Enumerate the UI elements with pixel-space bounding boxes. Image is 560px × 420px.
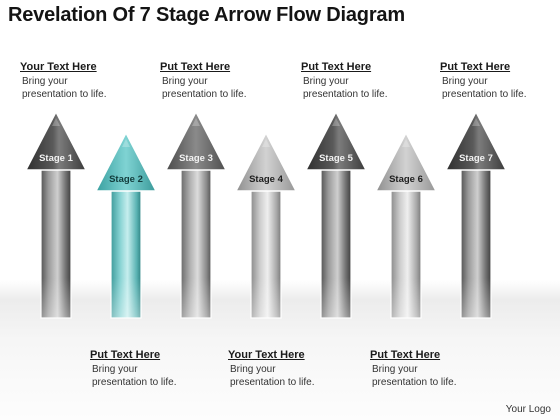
- stage-label-3: Stage 3: [179, 153, 213, 164]
- stage-label-2: Stage 2: [109, 174, 143, 185]
- stage-label-7: Stage 7: [459, 153, 493, 164]
- stage-arrow-1: [25, 111, 87, 319]
- stage-arrow-3: [165, 111, 227, 319]
- arrow-highlight-1: [52, 118, 60, 126]
- stage-arrow-7: [445, 111, 507, 319]
- text-box-heading: Your Text Here: [228, 349, 305, 361]
- stage-label-6: Stage 6: [389, 174, 423, 185]
- arrow-head-5: [305, 111, 367, 171]
- arrow-fade-6: [391, 278, 421, 318]
- arrow-highlight-7: [472, 118, 480, 126]
- arrow-highlight-3: [192, 118, 200, 126]
- text-box-heading: Put Text Here: [370, 349, 441, 361]
- arrow-fade-5: [321, 278, 351, 318]
- stage-label-4: Stage 4: [249, 174, 284, 185]
- stage-arrow-5: [305, 111, 367, 319]
- arrow-head-4: [235, 132, 297, 192]
- arrow-head-6: [375, 132, 437, 192]
- stage-arrow-6: [375, 132, 437, 319]
- arrow-highlight-5: [332, 118, 340, 126]
- arrow-fade-2: [111, 278, 141, 318]
- text-box-heading: Put Text Here: [301, 61, 372, 73]
- text-box-heading: Put Text Here: [90, 349, 161, 361]
- logo-placeholder: Your Logo: [505, 404, 551, 415]
- stage-arrow-4: [235, 132, 297, 319]
- arrow-head-3: [165, 111, 227, 171]
- text-box-body: Bring your presentation to life.: [303, 76, 388, 100]
- arrow-head-1: [25, 111, 87, 171]
- arrow-fade-7: [461, 278, 491, 318]
- text-box-body: Bring your presentation to life.: [22, 76, 107, 100]
- text-box-body: Bring your presentation to life.: [372, 364, 457, 388]
- text-box-heading: Put Text Here: [440, 61, 511, 73]
- stage-label-1: Stage 1: [39, 153, 74, 164]
- arrow-highlight-6: [402, 139, 410, 147]
- arrow-head-7: [445, 111, 507, 171]
- arrow-fade-3: [181, 278, 211, 318]
- arrow-fade-1: [41, 278, 71, 318]
- arrow-fade-4: [251, 278, 281, 318]
- arrow-highlight-2: [122, 139, 130, 147]
- text-box-heading: Put Text Here: [160, 61, 231, 73]
- text-box-body: Bring your presentation to life.: [230, 364, 315, 388]
- arrow-head-2: [95, 132, 157, 192]
- text-box-heading: Your Text Here: [20, 61, 97, 73]
- text-box-body: Bring your presentation to life.: [92, 364, 177, 388]
- page-title: Revelation Of 7 Stage Arrow Flow Diagram: [8, 4, 405, 26]
- stage-label-5: Stage 5: [319, 153, 354, 164]
- text-box-body: Bring your presentation to life.: [162, 76, 247, 100]
- arrow-highlight-4: [262, 139, 270, 147]
- text-box-body: Bring your presentation to life.: [442, 76, 527, 100]
- stage-arrow-2: [95, 132, 157, 319]
